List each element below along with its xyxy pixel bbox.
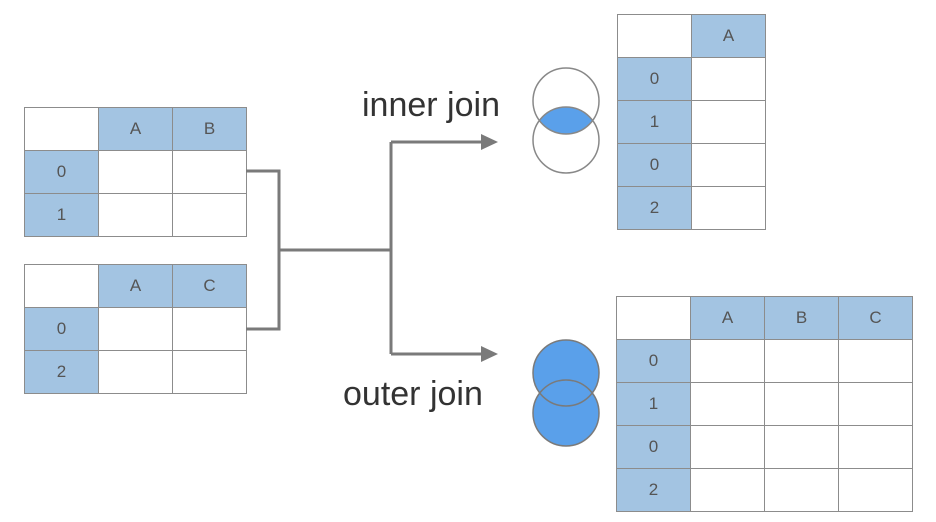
table-cell [838,425,913,469]
column-header: C [172,264,247,308]
column-header: B [764,296,839,340]
row-index: 1 [616,382,691,426]
row-index: 1 [24,193,99,237]
column-header: B [172,107,247,151]
row-index: 0 [617,57,692,101]
corner-cell [24,107,99,151]
table-cell [172,350,247,394]
table-cell [691,186,766,230]
table-cell [764,425,839,469]
row-index: 0 [616,339,691,383]
table-cell [690,468,765,512]
table-cell [691,57,766,101]
table-cell [764,339,839,383]
row-index: 0 [24,150,99,194]
table-cell [764,382,839,426]
column-header: A [98,264,173,308]
table-cell [172,193,247,237]
table-cell [691,143,766,187]
outer-join-venn-icon [532,339,600,447]
inner-join-label: inner join [362,86,500,124]
column-header: A [691,14,766,58]
column-header: A [690,296,765,340]
row-index: 0 [617,143,692,187]
row-index: 2 [617,186,692,230]
outer-join-label: outer join [343,375,483,413]
right-table: A C 0 2 [24,264,247,394]
inner-join-venn-icon [532,67,600,174]
connector-lines [246,140,483,356]
row-index: 0 [616,425,691,469]
table-cell [690,339,765,383]
arrow-inner-head [481,134,498,150]
table-cell [172,150,247,194]
column-header: C [838,296,913,340]
arrow-outer-head [481,346,498,362]
inner-join-result-table: A 0 1 0 2 [617,14,766,230]
table-cell [98,150,173,194]
table-cell [98,350,173,394]
table-cell [838,339,913,383]
corner-cell [616,296,691,340]
table-cell [690,425,765,469]
merge-bracket [246,169,281,331]
corner-cell [24,264,99,308]
table-cell [98,307,173,351]
table-cell [838,468,913,512]
table-cell [838,382,913,426]
row-index: 2 [616,468,691,512]
table-cell [764,468,839,512]
row-index: 2 [24,350,99,394]
table-cell [691,100,766,144]
left-table: A B 0 1 [24,107,247,237]
corner-cell [617,14,692,58]
row-index: 1 [617,100,692,144]
table-cell [690,382,765,426]
table-cell [172,307,247,351]
table-cell [98,193,173,237]
outer-join-result-table: A B C 0 1 0 2 [616,296,913,512]
